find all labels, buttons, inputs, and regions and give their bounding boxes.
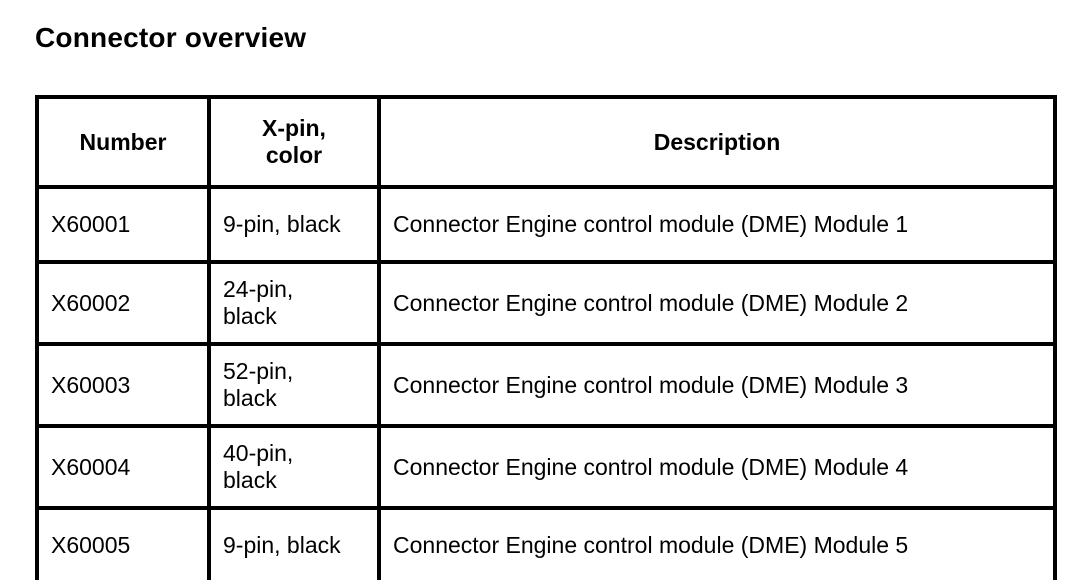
cell-number: X60001 — [35, 185, 211, 264]
connector-overview-table: Number X-pin, color Description X60001 9… — [35, 95, 1057, 580]
column-header-pin-color: X-pin, color — [207, 95, 381, 189]
cell-number: X60004 — [35, 424, 211, 510]
cell-number: X60003 — [35, 342, 211, 428]
cell-description: Connector Engine control module (DME) Mo… — [377, 424, 1057, 510]
table-row: X60005 9-pin, black Connector Engine con… — [35, 506, 1057, 580]
table-row: X60002 24-pin, black Connector Engine co… — [35, 260, 1057, 346]
cell-pin-color: 52-pin, black — [207, 342, 381, 428]
cell-pin-color: 9-pin, black — [207, 185, 381, 264]
column-header-number: Number — [35, 95, 211, 189]
column-header-description: Description — [377, 95, 1057, 189]
cell-pin-color: 9-pin, black — [207, 506, 381, 580]
cell-pin-color: 40-pin, black — [207, 424, 381, 510]
header-row: Number X-pin, color Description — [35, 95, 1057, 189]
cell-number: X60005 — [35, 506, 211, 580]
cell-pin-color: 24-pin, black — [207, 260, 381, 346]
connector-table-body: X60001 9-pin, black Connector Engine con… — [35, 185, 1057, 580]
table-row: X60004 40-pin, black Connector Engine co… — [35, 424, 1057, 510]
table-row: X60001 9-pin, black Connector Engine con… — [35, 185, 1057, 264]
table-header: Number X-pin, color Description — [35, 95, 1057, 189]
cell-description: Connector Engine control module (DME) Mo… — [377, 260, 1057, 346]
cell-description: Connector Engine control module (DME) Mo… — [377, 506, 1057, 580]
table-row: X60003 52-pin, black Connector Engine co… — [35, 342, 1057, 428]
cell-description: Connector Engine control module (DME) Mo… — [377, 185, 1057, 264]
page-title: Connector overview — [35, 22, 307, 53]
cell-description: Connector Engine control module (DME) Mo… — [377, 342, 1057, 428]
cell-number: X60002 — [35, 260, 211, 346]
